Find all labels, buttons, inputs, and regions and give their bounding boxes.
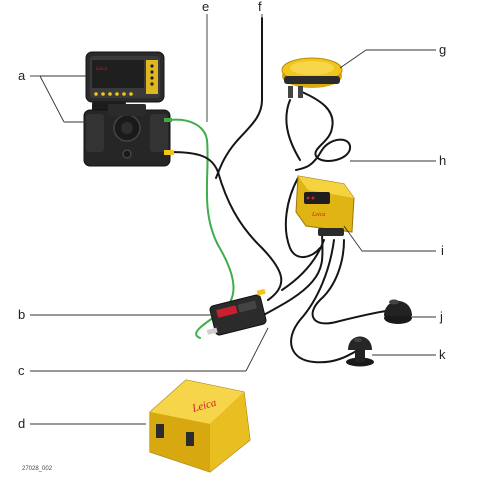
controller-tablet: Leica <box>85 51 165 103</box>
callout-b: b <box>18 307 25 322</box>
callout-c: c <box>18 363 25 378</box>
cable-i-to-k <box>290 239 359 364</box>
figure-id: 27028_002 <box>22 466 53 472</box>
cable-f-black <box>215 17 263 179</box>
cable-h <box>295 91 351 171</box>
cable-i-to-j <box>311 239 393 325</box>
gnss-antenna <box>281 57 343 98</box>
radio-device <box>206 288 267 336</box>
callout-f: f <box>258 0 262 14</box>
callout-j: j <box>439 309 443 324</box>
callout-e: e <box>202 0 209 14</box>
cable-i-to-radio <box>281 239 325 291</box>
callout-h: h <box>439 153 446 168</box>
receiver-module: Leica <box>295 175 355 236</box>
callout-d: d <box>18 416 25 431</box>
cable-antenna-radio <box>285 99 301 161</box>
tablet-brand: Leica <box>95 67 108 72</box>
puck-antenna <box>384 299 412 324</box>
cable-e-green <box>169 118 235 339</box>
receiver-brand: Leica <box>311 212 325 218</box>
callout-a: a <box>18 68 26 83</box>
mushroom-antenna <box>346 336 374 367</box>
cable-c <box>257 229 324 319</box>
callout-i: i <box>441 243 444 258</box>
controller-holder <box>83 102 174 167</box>
callout-g: g <box>439 42 446 57</box>
cable-f-to-radio <box>169 151 283 301</box>
callout-k: k <box>439 347 446 362</box>
leader-lines <box>30 14 436 425</box>
carrying-case: Leica <box>149 379 251 473</box>
cable-i-loop-left <box>284 177 321 258</box>
